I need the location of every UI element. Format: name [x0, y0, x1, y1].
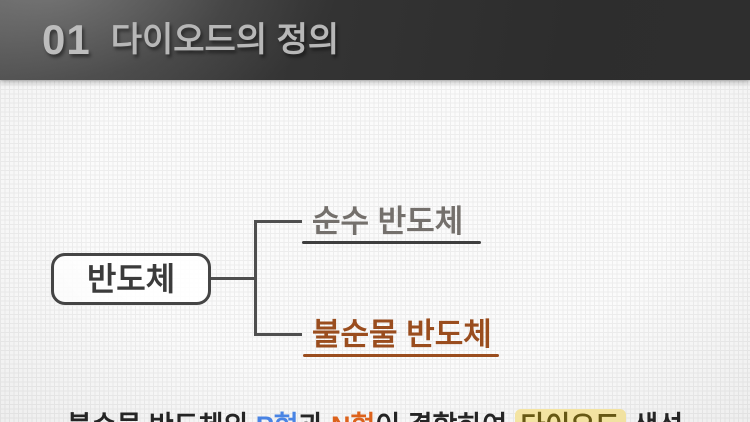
caption-segment-combine: 이 결합하여 [375, 411, 514, 422]
connector-branch-bottom-line [254, 333, 302, 336]
caption-segment-create: 생성 [626, 411, 683, 422]
connector-vertical-line [254, 220, 257, 336]
branch-pure-semiconductor-label: 순수 반도체 [312, 204, 464, 239]
branch-impurity-semiconductor-label: 불순물 반도체 [312, 317, 492, 352]
caption-segment-diode-highlight: 다이오드 [514, 409, 626, 422]
root-node-label: 반도체 [86, 261, 176, 297]
slide-header: 01 다이오드의 정의 [0, 0, 750, 80]
branch-impurity-underline [303, 354, 499, 357]
root-node-box: 반도체 [51, 253, 211, 305]
section-number: 01 [42, 16, 91, 63]
page-title: 다이오드의 정의 [110, 21, 340, 59]
slide-body: 반도체 순수 반도체 불순물 반도체 불순물 반도체의 P형과 N형이 결합하여… [0, 80, 750, 422]
connector-branch-top-line [254, 220, 302, 223]
caption-segment-n-type: N형 [331, 411, 375, 422]
connector-stem-line [211, 277, 255, 280]
caption-segment-intro: 불순물 반도체의 [67, 411, 256, 422]
caption-segment-and: 과 [299, 411, 331, 422]
caption: 불순물 반도체의 P형과 N형이 결합하여 다이오드 생성 [0, 409, 750, 422]
caption-segment-p-type: P형 [256, 411, 299, 422]
branch-pure-underline [302, 241, 481, 244]
